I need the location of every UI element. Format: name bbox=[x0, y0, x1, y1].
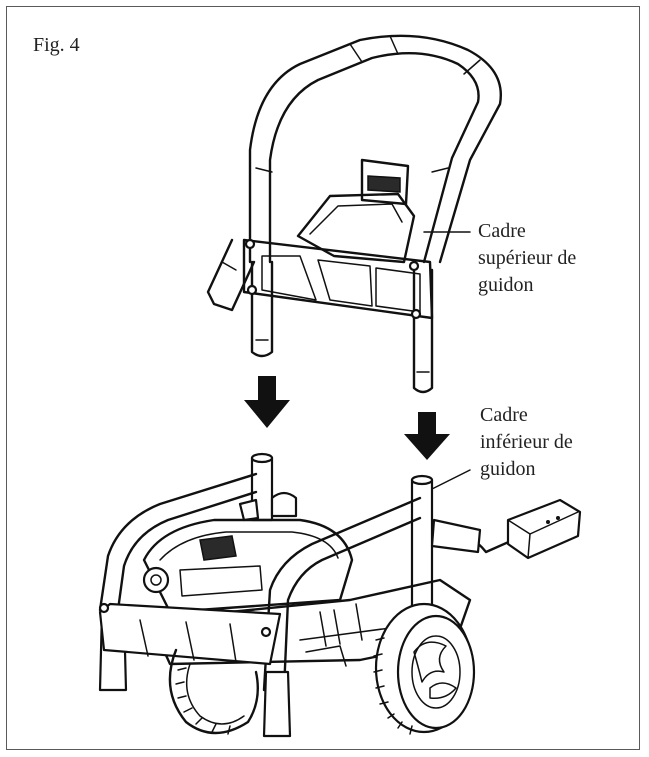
down-arrow-icon bbox=[404, 412, 450, 460]
upper-handle-frame bbox=[206, 34, 502, 394]
callout-upper-frame: Cadre supérieur de guidon bbox=[478, 218, 576, 299]
callout-lower-line-2: inférieur de bbox=[480, 431, 573, 453]
figure-label: Fig. 4 bbox=[33, 34, 80, 56]
callout-lower-frame: Cadre inférieur de guidon bbox=[480, 402, 573, 483]
callout-upper-line-3: guidon bbox=[478, 274, 534, 296]
callout-upper-line-2: supérieur de bbox=[478, 247, 577, 269]
lower-callout-leader bbox=[429, 469, 471, 491]
callout-lower-line-1: Cadre bbox=[480, 404, 528, 426]
callout-upper-line-1: Cadre bbox=[478, 220, 526, 242]
callout-lower-line-3: guidon bbox=[480, 458, 536, 480]
pressure-washer-base bbox=[98, 452, 582, 738]
down-arrow-icon bbox=[244, 376, 290, 428]
figure-border bbox=[6, 6, 640, 750]
